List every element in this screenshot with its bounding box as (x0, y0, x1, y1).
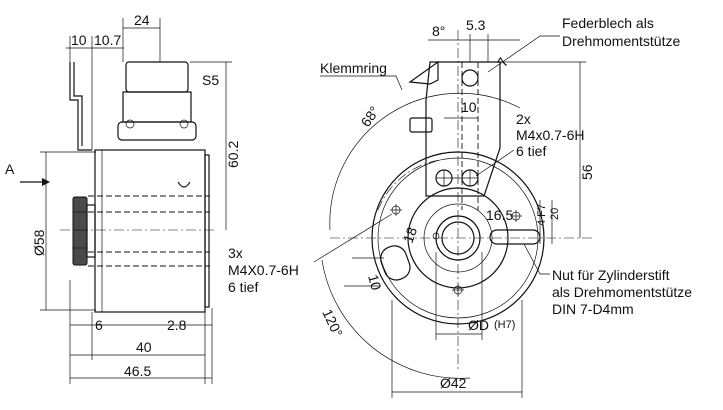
dim-18: 18 (400, 225, 420, 245)
dim-24: 24 (134, 12, 150, 28)
dim-4f7: 4 F7 (536, 204, 548, 226)
label-federblech-1: Federblech als (562, 15, 654, 31)
mounting-screw (390, 204, 402, 216)
dim-40: 40 (136, 339, 152, 355)
dim-od: ØD (468, 317, 489, 333)
dim-10-top: 10 (461, 99, 477, 115)
dim-56: 56 (579, 164, 595, 180)
dim-20: 20 (549, 208, 561, 220)
thread-2x-line1: 2x (516, 111, 531, 127)
front-view: 8° 5.3 7 Federblech als Drehmomentstütze… (228, 15, 692, 398)
dim-60-2: 60.2 (225, 141, 241, 168)
label-s5: S5 (202, 72, 219, 88)
dim-10-7: 10.7 (94, 32, 121, 48)
dim-68-deg: 68° (357, 103, 382, 130)
thread-3x-line3: 6 tief (228, 279, 258, 295)
mounting-screw (510, 210, 522, 222)
dim-d42: Ø42 (440, 375, 467, 391)
thread-3x-line1: 3x (228, 245, 243, 261)
label-nut-1: Nut für Zylinderstift (552, 267, 670, 283)
side-view: S5 60.2 A Ø58 (5, 12, 241, 384)
dim-16-5: 16.5 (486, 207, 513, 223)
dim-10: 10 (71, 32, 87, 48)
thread-2x-line2: M4x0.7-6H (516, 127, 584, 143)
dim-10-slot: 10 (365, 273, 385, 292)
label-federblech-2: Drehmomentstütze (562, 33, 680, 49)
label-klemmring: Klemmring (320, 60, 387, 76)
label-nut-3: DIN 7-D4mm (552, 301, 634, 317)
dim-od-tol: (H7) (494, 319, 515, 331)
view-a-label: A (5, 161, 15, 177)
dim-d58: Ø58 (31, 229, 47, 256)
label-nut-2: als Drehmomentstütze (552, 284, 692, 300)
dim-120-deg: 120° (319, 307, 346, 340)
dim-2-8: 2.8 (167, 317, 187, 333)
thread-3x-line2: M4X0.7-6H (228, 262, 299, 278)
dim-6: 6 (95, 317, 103, 333)
thread-2x-line3: 6 tief (516, 143, 546, 159)
dim-46-5: 46.5 (124, 363, 151, 379)
dim-8-deg: 8° (432, 23, 445, 39)
dim-5-3: 5.3 (466, 17, 486, 33)
